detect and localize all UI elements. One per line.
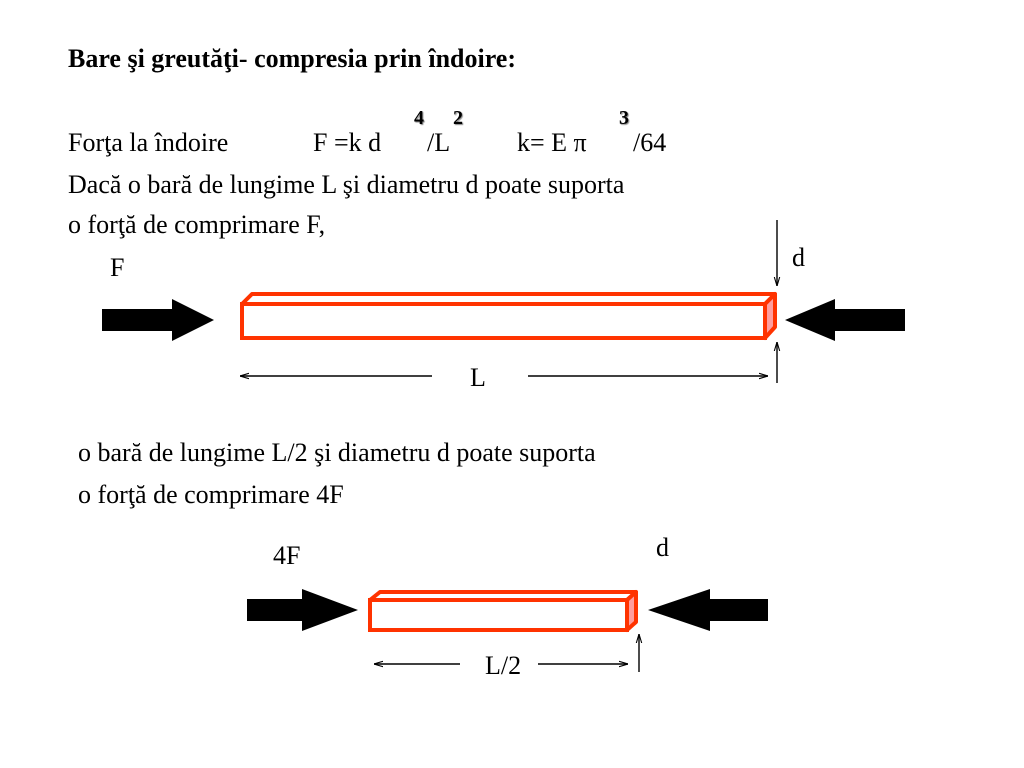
formula-exp-pi: 3 xyxy=(619,107,629,129)
length-label: L xyxy=(470,363,486,392)
diameter-label: d xyxy=(792,243,805,272)
bar-front-face-small xyxy=(368,598,629,632)
formula-slash-l: /L xyxy=(427,128,451,157)
right-force-arrow xyxy=(785,299,905,341)
formula-exp-d: 4 xyxy=(414,107,424,129)
page-title: Bare şi greutăţi- compresia prin îndoire… xyxy=(68,44,516,73)
paragraph2-line2: o forţă de comprimare 4F xyxy=(78,480,344,509)
formula-k-lhs: k= E π xyxy=(517,128,587,157)
force-label-small: 4F xyxy=(273,541,300,570)
paragraph1-line1: Dacă o bară de lungime L şi diametru d p… xyxy=(68,170,625,199)
length-label-small: L/2 xyxy=(485,651,521,680)
right-force-arrow-small xyxy=(648,589,768,631)
diagram-full-length: F d L xyxy=(102,220,905,392)
paragraph2-line1: o bară de lungime L/2 şi diametru d poat… xyxy=(78,438,596,467)
diameter-label-small: d xyxy=(656,533,669,562)
left-force-arrow xyxy=(102,299,214,341)
formula-exp-l: 2 xyxy=(453,107,463,129)
force-label: F xyxy=(110,253,124,282)
paragraph1-line2: o forţă de comprimare F, xyxy=(68,210,326,239)
bar-front-face xyxy=(240,302,767,340)
diagram-half-length: 4F d L/2 xyxy=(247,533,768,680)
formula-label: Forţa la îndoire xyxy=(68,128,229,157)
left-force-arrow-small xyxy=(247,589,358,631)
formula-k-rhs: /64 xyxy=(633,128,667,157)
formula-f-lhs: F =k d xyxy=(313,128,382,157)
